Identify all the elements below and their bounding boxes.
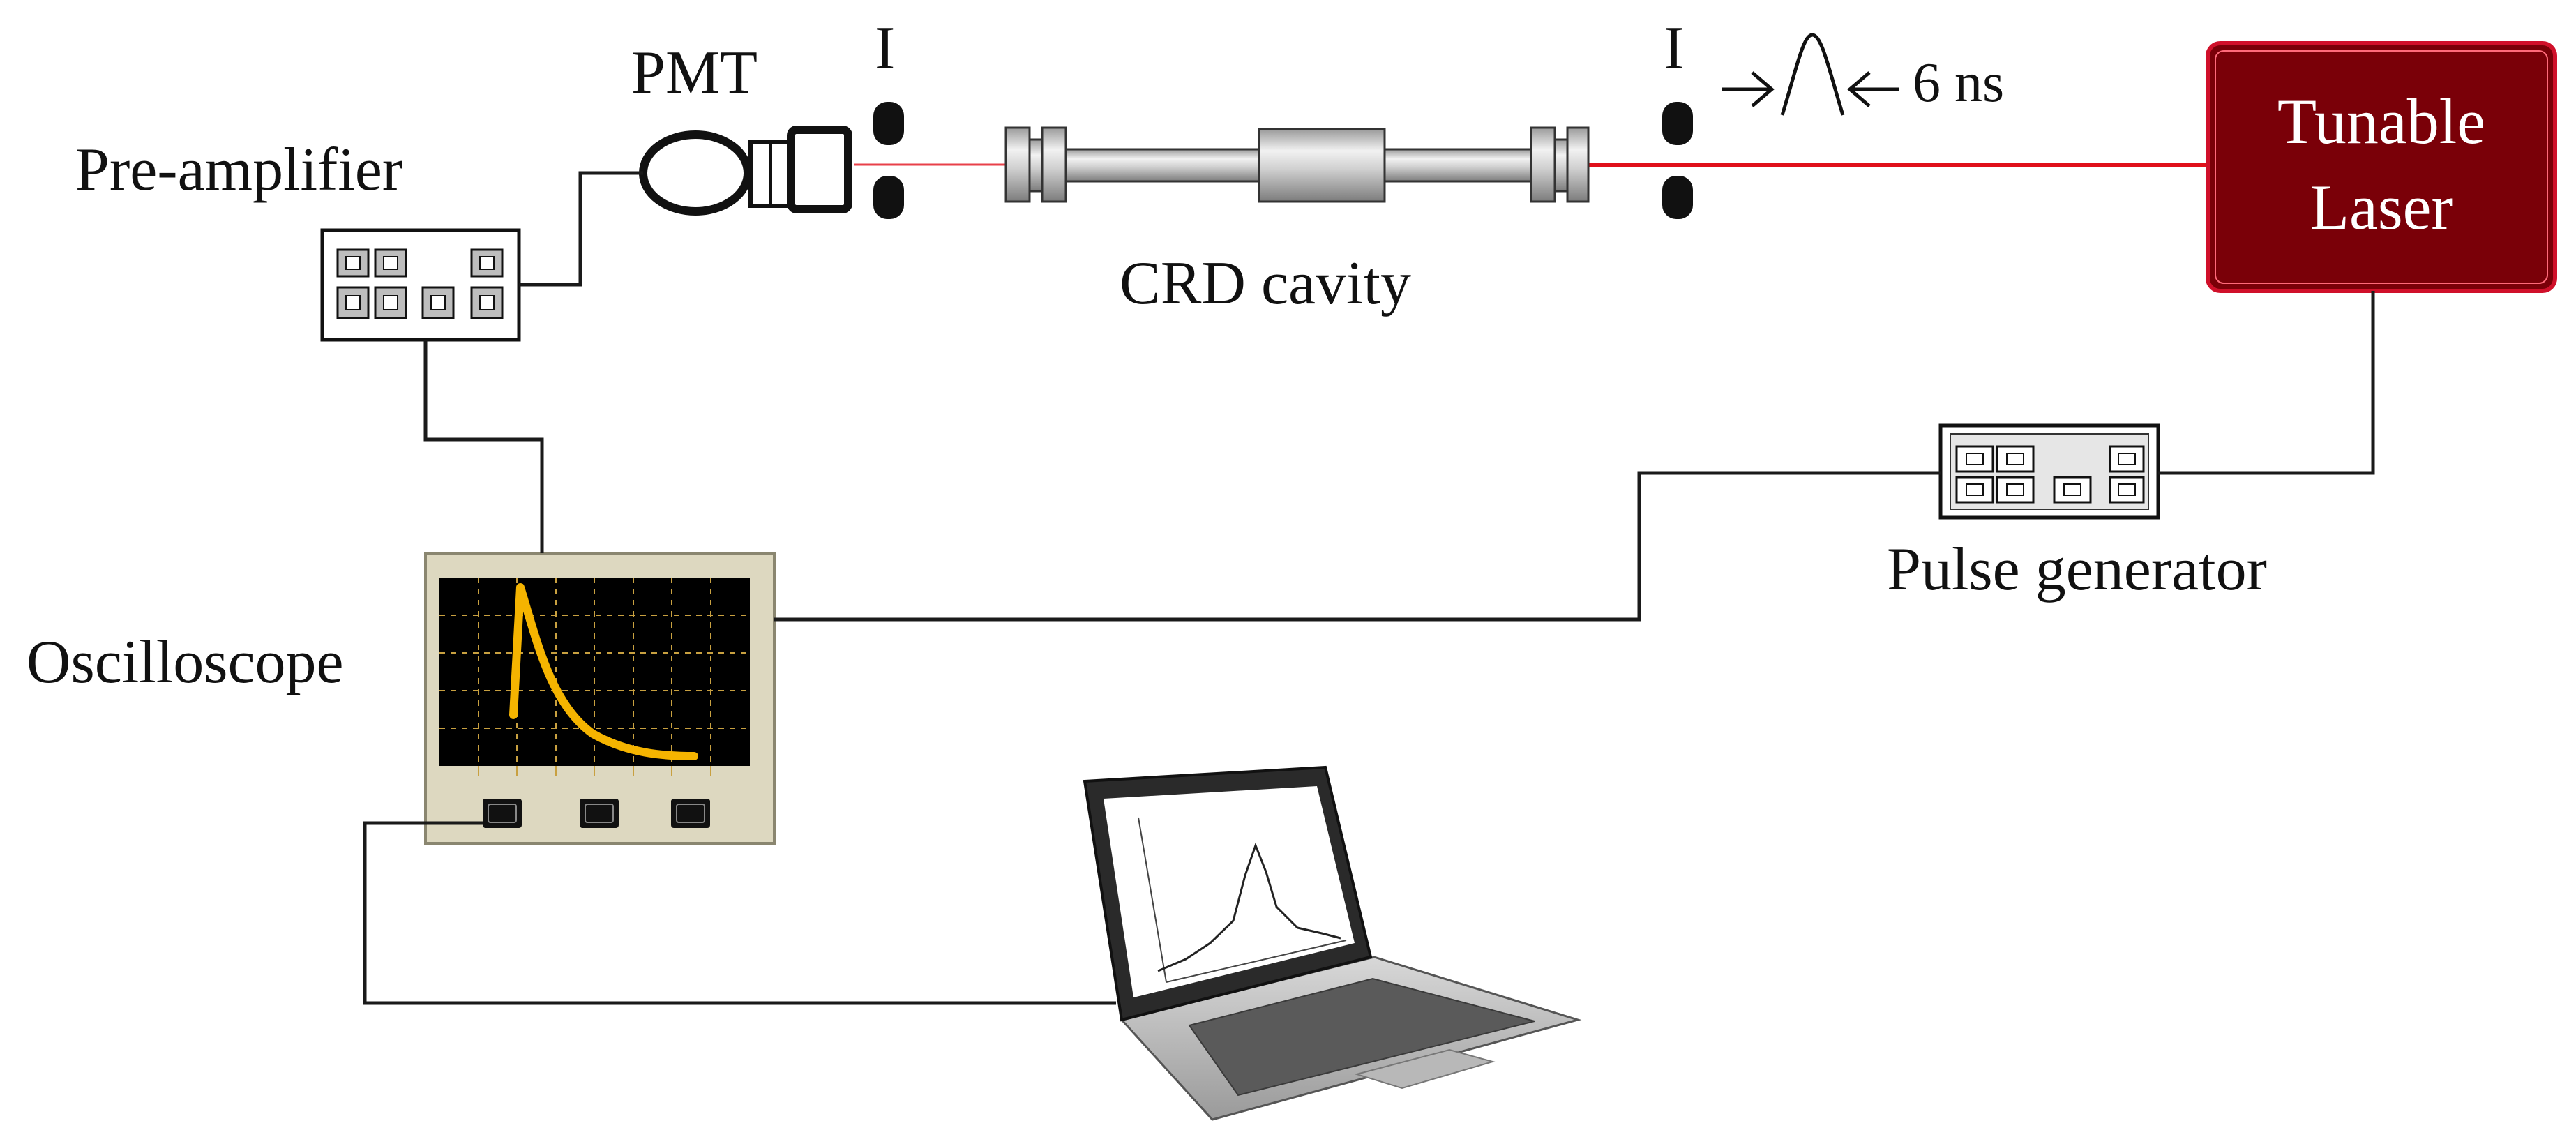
pmt-label: PMT — [631, 39, 758, 107]
preamp-knobs — [336, 248, 504, 319]
knob-icon — [2109, 445, 2145, 473]
knob-icon — [421, 286, 455, 319]
right-arrow-icon — [1722, 71, 1775, 107]
laser-label-line2: Laser — [2310, 172, 2453, 243]
oscilloscope-buttons — [483, 799, 710, 828]
cable-pmt-preamp — [519, 171, 643, 287]
pulse-generator: Pulse generator — [1887, 423, 2267, 603]
knob-icon — [2053, 476, 2092, 504]
optical-cavity-tube-icon — [1004, 126, 1590, 203]
iris-aperture-icon — [873, 102, 904, 219]
preamp-label: Pre-amplifier — [75, 136, 402, 204]
oscilloscope-label: Oscilloscope — [27, 628, 344, 696]
cavity-label: CRD cavity — [1120, 250, 1411, 317]
laptop-screen-plot — [1138, 817, 1347, 983]
ringdown-trace — [509, 583, 698, 760]
cable-preamp-scope — [423, 340, 544, 553]
laptop-icon — [1083, 765, 1582, 1121]
tunable-laser: Tunable Laser — [2206, 41, 2557, 293]
left-arrow-icon — [1847, 71, 1899, 107]
crd-cavity: CRD cavity — [1004, 126, 1590, 317]
knob-icon — [2109, 476, 2145, 504]
iris-left: I — [873, 15, 904, 219]
pmt-detector: PMT — [631, 39, 852, 216]
pre-amplifier: Pre-amplifier — [75, 136, 521, 342]
laptop-keyboard — [1188, 977, 1535, 1097]
oscilloscope: Oscilloscope — [27, 552, 776, 845]
knob-icon — [1996, 476, 2035, 504]
iris-aperture-icon — [1662, 102, 1693, 219]
knob-icon — [470, 286, 504, 319]
preamp-box — [320, 228, 521, 342]
oscilloscope-tick-marks — [478, 766, 711, 776]
gaussian-pulse-icon — [1780, 33, 1845, 116]
pulse-width-label: 6 ns — [1913, 52, 2004, 114]
iris-left-label: I — [875, 15, 895, 82]
knob-icon — [336, 248, 370, 278]
knob-icon — [336, 286, 370, 319]
scope-button-icon — [580, 799, 619, 828]
laptop-screen — [1104, 786, 1355, 997]
laptop-touchpad — [1354, 1048, 1496, 1090]
pulse-generator-label: Pulse generator — [1887, 536, 2267, 603]
scope-button-icon — [671, 799, 710, 828]
knob-icon — [1955, 476, 1994, 504]
pulse-generator-knobs — [1955, 445, 2145, 504]
laser-label-line1: Tunable — [2277, 86, 2485, 157]
cable-scope-laptop — [363, 821, 1116, 1005]
knob-icon — [374, 248, 407, 278]
scope-button-icon — [483, 799, 522, 828]
iris-right-label: I — [1664, 15, 1684, 82]
knob-icon — [470, 248, 504, 278]
pulse-annotation: 6 ns — [1722, 33, 2004, 116]
cable-pulsegen-laser — [2158, 291, 2375, 475]
cable-scope-pulsegen — [774, 471, 1941, 622]
knob-icon — [374, 286, 407, 319]
knob-icon — [1955, 445, 1994, 473]
pmt-detector-icon — [639, 126, 852, 216]
knob-icon — [1996, 445, 2035, 473]
iris-right: I — [1662, 15, 1693, 219]
laser-box — [2206, 41, 2557, 293]
cables — [363, 171, 2375, 1005]
